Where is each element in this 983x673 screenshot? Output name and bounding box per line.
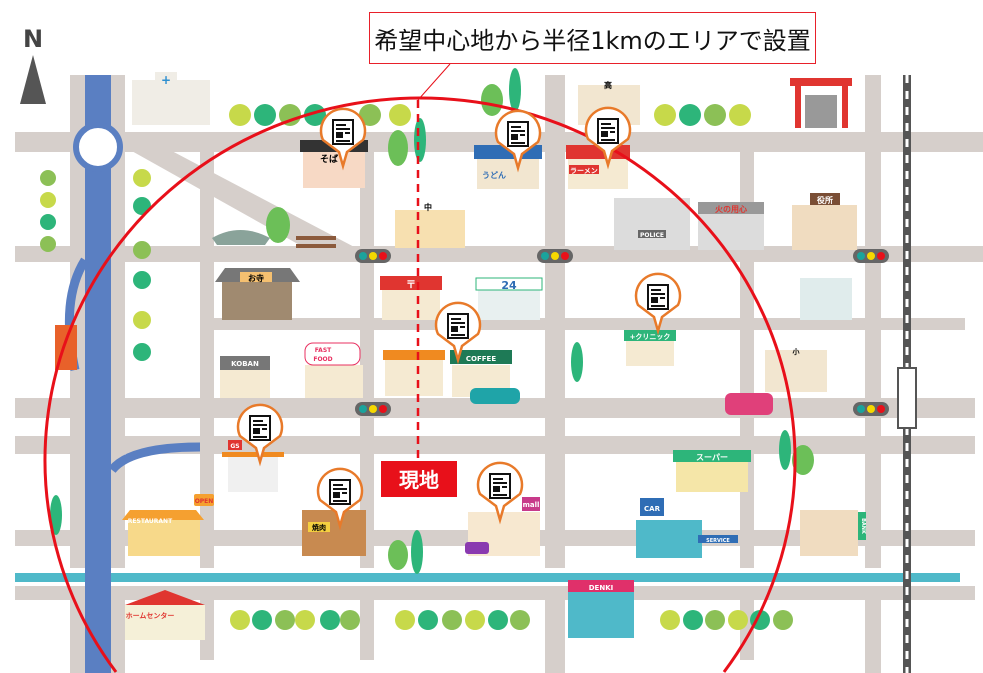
newspaper-icon	[249, 415, 271, 441]
newspaper-marker-yakiniku[interactable]	[316, 467, 364, 531]
city-hall-label: 役所	[816, 195, 833, 205]
car-teal	[470, 388, 520, 404]
police-label: POLICE	[640, 232, 664, 239]
service-label: SERVICE	[706, 538, 730, 544]
super-label: スーパー	[696, 452, 728, 462]
north-label: N	[23, 25, 43, 53]
fountain	[212, 230, 270, 245]
car-dealer: CAR SERVICE	[636, 498, 738, 558]
car-pink	[725, 393, 773, 415]
post-label: 〒	[406, 279, 416, 291]
bank: BANK	[800, 510, 866, 556]
area-callout: 希望中心地から半径1kmのエリアで設置	[369, 12, 816, 64]
shop	[383, 350, 445, 396]
trees	[40, 68, 814, 630]
mall: mall	[465, 497, 540, 556]
restaurant: RESTAURANT OPEN	[122, 494, 214, 556]
soba-label: そば	[320, 153, 338, 165]
newspaper-marker-gs[interactable]	[236, 403, 284, 467]
newspaper-marker-mall[interactable]	[476, 461, 524, 525]
north-arrow-icon	[20, 55, 46, 104]
home-center-label: ホームセンター	[126, 611, 175, 620]
middle-school-label: 中	[424, 202, 432, 212]
temple-label: お寺	[248, 273, 264, 283]
gas-label: GS	[230, 443, 239, 450]
site-label: 現地	[399, 468, 439, 492]
udon-label: うどん	[482, 170, 506, 180]
gas-station: GS	[222, 440, 284, 492]
callout-pointer	[417, 63, 451, 101]
newspaper-icon	[329, 479, 351, 505]
convenience-store: 24	[475, 277, 543, 320]
fast-food: FAST FOOD	[304, 342, 363, 398]
food-label: FOOD	[313, 356, 332, 363]
fire-station: 火の用心	[698, 202, 764, 250]
police-station: POLICE	[614, 198, 690, 250]
yakiniku-shop: 焼肉	[302, 510, 366, 556]
open-sign: OPEN	[195, 498, 214, 505]
supermarket: スーパー	[673, 450, 751, 492]
elementary-label: 小	[792, 347, 800, 356]
bench	[296, 236, 336, 248]
fire-label: 火の用心	[715, 204, 747, 214]
koban-label: KOBAN	[231, 360, 259, 368]
convenience-label: 24	[501, 279, 517, 292]
newspaper-icon	[507, 121, 529, 147]
railway	[897, 75, 917, 673]
car-label: CAR	[644, 505, 661, 513]
newspaper-icon	[597, 118, 619, 144]
high-school-label: 高	[604, 80, 612, 90]
site-marker: 現地	[381, 461, 457, 497]
hospital: +	[132, 72, 210, 125]
newspaper-marker-ramen[interactable]	[584, 106, 632, 170]
newspaper-icon	[447, 313, 469, 339]
elementary-school: 小	[765, 347, 827, 392]
udon-shop: うどん	[474, 145, 542, 189]
newspaper-icon	[647, 284, 669, 310]
coffee-label: COFFEE	[466, 355, 496, 363]
mall-label: mall	[523, 501, 540, 509]
restaurant-label: RESTAURANT	[128, 518, 173, 525]
newspaper-marker-coffee[interactable]	[434, 301, 482, 365]
clinic-label: +クリニック	[630, 332, 671, 341]
post-office: 〒	[380, 276, 442, 320]
newspaper-marker-clinic[interactable]	[634, 272, 682, 336]
fast-label: FAST	[315, 347, 332, 354]
svg-text:+: +	[161, 73, 171, 87]
ramen-shop: ラーメン	[566, 145, 630, 189]
clinic: +クリニック	[624, 330, 676, 366]
newspaper-icon	[489, 473, 511, 499]
denki-label: DENKI	[589, 584, 613, 592]
middle-school: 中	[395, 202, 465, 248]
electronics-store: DENKI	[568, 580, 634, 638]
city-hall: 役所	[792, 193, 857, 250]
newspaper-markers	[236, 106, 682, 531]
newspaper-marker-udon[interactable]	[494, 109, 542, 173]
newspaper-marker-soba[interactable]	[319, 107, 367, 171]
north-compass: N	[20, 25, 46, 104]
office-building	[800, 278, 852, 320]
traffic-lights	[355, 249, 889, 416]
canal	[15, 568, 960, 586]
ramen-label: ラーメン	[570, 167, 598, 175]
koban: KOBAN	[220, 356, 270, 398]
temple: お寺	[215, 268, 300, 320]
bank-label: BANK	[860, 518, 866, 535]
shrine	[790, 78, 852, 128]
yakiniku-label: 焼肉	[312, 523, 326, 532]
home-center: ホームセンター	[125, 590, 205, 640]
newspaper-icon	[332, 119, 354, 145]
